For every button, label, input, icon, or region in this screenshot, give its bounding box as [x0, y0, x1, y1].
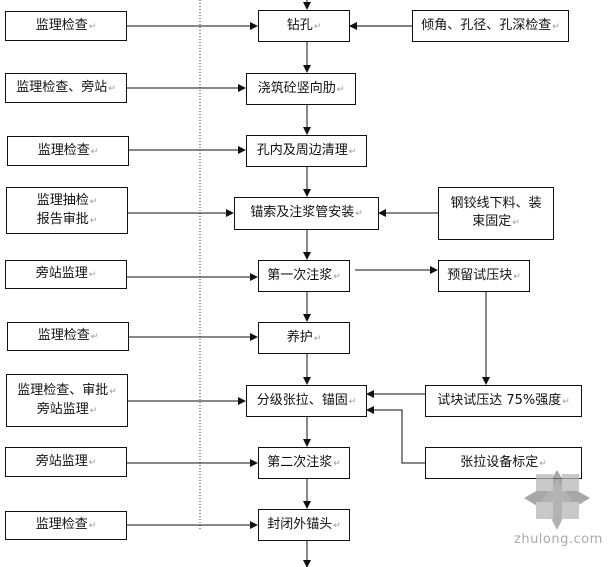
zhulong-logo-icon [524, 470, 590, 530]
supervision-box: 监理检查↵ [7, 322, 129, 351]
box-label: 旁站监理↵ [35, 453, 97, 469]
process-step-anchor-install: 锚索及注浆管安装↵ [234, 197, 379, 230]
arrow-r5-p7 [366, 406, 425, 464]
step-label: 第一次注浆↵ [267, 267, 341, 283]
step-label: 钻孔↵ [286, 17, 322, 33]
box-label: 预留试压块↵ [447, 267, 521, 283]
input-strand-prep: 钢铰线下料、装 束固定↵ [438, 187, 554, 240]
supervision-box: 监理检查↵ [5, 11, 127, 41]
box-label: 旁站监理↵ [35, 266, 97, 281]
step-label: 封闭外锚头↵ [267, 516, 341, 532]
step-label: 浇筑砼竖向肋↵ [257, 80, 345, 96]
step-label: 养护↵ [286, 329, 322, 345]
step-label: 分级张拉、锚固↵ [256, 392, 357, 408]
box-label-line: 旁站监理↵ [36, 401, 98, 417]
process-step-hole-cleaning: 孔内及周边清理↵ [246, 135, 367, 167]
box-label-line: 监理抽检↵ [36, 192, 98, 208]
box-label: 试块试压达 75%强度↵ [437, 392, 570, 408]
supervision-box: 监理检查↵ [7, 136, 129, 166]
step-label: 锚索及注浆管安装↵ [250, 205, 363, 220]
supervision-box: 旁站监理↵ [5, 260, 127, 289]
process-step-pour-rib: 浇筑砼竖向肋↵ [246, 73, 356, 105]
box-label-line: 束固定↵ [472, 214, 520, 229]
input-test-block: 预留试压块↵ [438, 260, 530, 292]
box-label: 监理检查↵ [37, 142, 99, 158]
supervision-box: 监理检查、旁站↵ [5, 73, 127, 103]
watermark-text: zhulong.com [514, 532, 603, 547]
process-step-tensioning: 分级张拉、锚固↵ [246, 385, 367, 417]
supervision-box: 监理检查、审批↵ 旁站监理↵ [6, 374, 128, 427]
box-label-line: 报告审批↵ [36, 211, 98, 227]
box-label: 监理检查、旁站↵ [16, 79, 116, 95]
box-label: 监理检查↵ [35, 517, 97, 532]
box-label: 监理检查↵ [37, 328, 99, 343]
process-step-drilling: 钻孔↵ [258, 10, 350, 42]
process-step-seal-anchor-head: 封闭外锚头↵ [258, 509, 350, 541]
box-label: 监理检查↵ [35, 17, 97, 33]
box-label-line: 钢铰线下料、装 [450, 196, 542, 211]
input-hole-inspection: 倾角、孔径、孔深检查↵ [412, 10, 569, 42]
supervision-box: 监理抽检↵ 报告审批↵ [6, 187, 128, 234]
process-step-curing: 养护↵ [258, 322, 350, 354]
process-step-first-grouting: 第一次注浆↵ [258, 260, 350, 292]
supervision-box: 旁站监理↵ [5, 447, 127, 477]
box-label: 倾角、孔径、孔深检查↵ [421, 17, 560, 33]
box-label-line: 监理检查、审批↵ [17, 382, 117, 398]
input-strength-test: 试块试压达 75%强度↵ [425, 385, 582, 417]
supervision-box: 监理检查↵ [5, 511, 127, 540]
step-label: 第二次注浆↵ [267, 454, 341, 470]
step-label: 孔内及周边清理↵ [256, 142, 357, 158]
process-step-second-grouting: 第二次注浆↵ [258, 447, 350, 479]
box-label: 张拉设备标定↵ [460, 454, 547, 470]
